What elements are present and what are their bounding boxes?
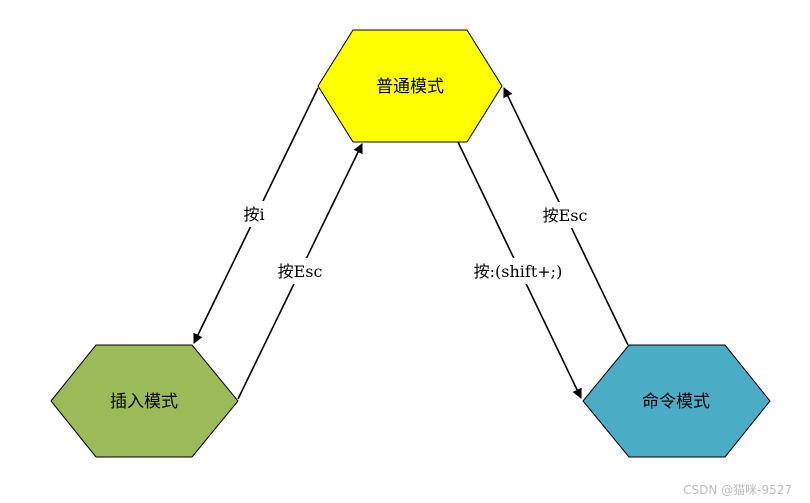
node-normal-label: 普通模式 [376, 77, 444, 97]
edge-label-press-esc-left: 按Esc [278, 262, 323, 281]
edge-label-press-colon: 按:(shift+;) [474, 262, 563, 281]
edge-label-press-esc-right: 按Esc [543, 206, 588, 225]
node-insert-label: 插入模式 [110, 392, 178, 412]
edge-label-press-i: 按i [243, 205, 264, 224]
node-command-shape [582, 344, 771, 458]
node-command-label: 命令模式 [642, 392, 710, 412]
node-insert-shape [50, 344, 239, 458]
node-normal-shape [317, 29, 503, 143]
watermark: CSDN @猫咪-9527 [683, 483, 792, 497]
